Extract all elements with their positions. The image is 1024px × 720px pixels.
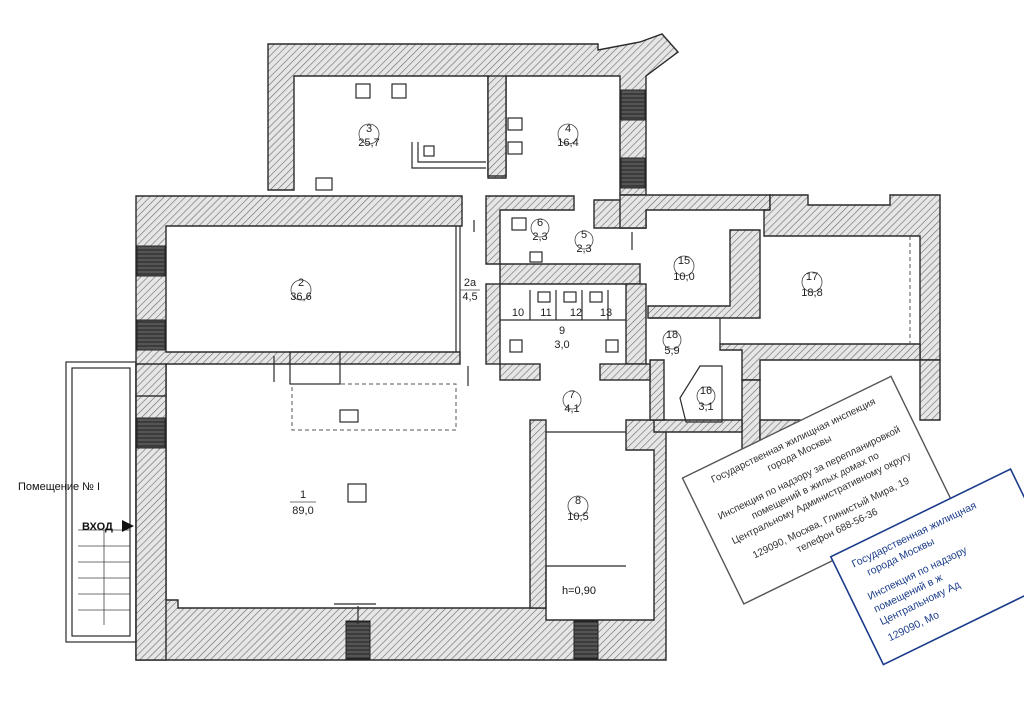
- pilasters: [136, 89, 646, 660]
- room-2a-number: 2а: [464, 277, 477, 289]
- entrance-label: ВХОД: [82, 521, 113, 533]
- room-16-number: 16: [700, 385, 712, 397]
- room-3-number: 3: [366, 123, 372, 135]
- room-17-area: 18,8: [801, 287, 822, 299]
- room-8-area: 10,5: [567, 511, 588, 523]
- room-15-label: 15 10,0: [673, 255, 694, 283]
- room-5-area: 2,3: [576, 243, 591, 255]
- room-2a-label: 2а 4,5: [460, 277, 480, 303]
- room-16-label: 16 3,1: [696, 385, 716, 413]
- room-18-label: 18 5,9: [662, 329, 682, 357]
- room-5-label: 5 2,3: [574, 229, 594, 255]
- room-6-area: 2,3: [532, 231, 547, 243]
- room-12-number: 12: [570, 307, 582, 319]
- room-9-number: 9: [559, 325, 565, 337]
- room-1-area: 89,0: [292, 505, 313, 517]
- room-16-area: 3,1: [698, 401, 713, 413]
- room-labels: 1 89,0 2 36,6 2а 4,5 3 25,7 4 16,4 5 2,3: [290, 123, 823, 523]
- room-9-area: 3,0: [554, 339, 569, 351]
- room-15-area: 10,0: [673, 271, 694, 283]
- height-label: h=0,90: [562, 585, 596, 597]
- room-4-area: 16,4: [557, 137, 578, 149]
- room-2-area: 36,6: [290, 291, 311, 303]
- room-1-label: 1 89,0: [290, 489, 316, 517]
- room-3-label: 3 25,7: [358, 123, 379, 149]
- room-6-number: 6: [537, 217, 543, 229]
- entrance-annex: [65, 361, 137, 643]
- room-8-label: 8 10,5: [567, 495, 588, 523]
- room-18-area: 5,9: [664, 345, 679, 357]
- room-6-label: 6 2,3: [530, 217, 550, 243]
- room-3-area: 25,7: [358, 137, 379, 149]
- room-7-area: 4,1: [564, 403, 579, 415]
- room-2-number: 2: [298, 277, 304, 289]
- premises-label: Помещение № I: [18, 481, 100, 493]
- room-17-label: 17 18,8: [801, 271, 822, 299]
- room-13-number: 13: [600, 307, 612, 319]
- room-1-number: 1: [300, 489, 306, 501]
- room-15-number: 15: [678, 255, 690, 267]
- room-17-number: 17: [806, 271, 818, 283]
- room-8-number: 8: [575, 495, 581, 507]
- stamp-gray: Государственная жилищная инспекция город…: [681, 375, 954, 605]
- room-9-label: 9 3,0: [554, 325, 569, 351]
- room-2a-area: 4,5: [462, 291, 477, 303]
- room-4-label: 4 16,4: [557, 123, 578, 149]
- room-5-number: 5: [581, 229, 587, 241]
- room-2-label: 2 36,6: [290, 277, 311, 303]
- room-18-number: 18: [666, 329, 678, 341]
- room-10-number: 10: [512, 307, 524, 319]
- room-4-number: 4: [565, 123, 571, 135]
- room-7-number: 7: [569, 389, 575, 401]
- room-11-number: 11: [540, 307, 551, 319]
- room-7-label: 7 4,1: [562, 389, 582, 415]
